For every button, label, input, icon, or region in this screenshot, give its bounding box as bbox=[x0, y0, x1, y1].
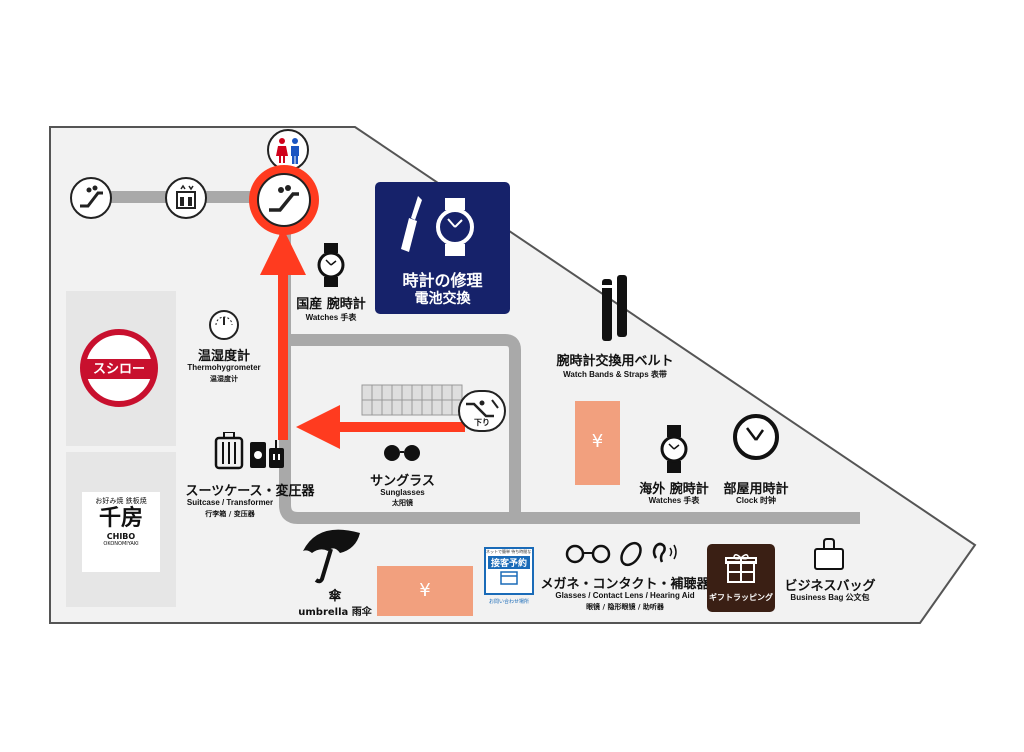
sushiro-name: スシロー bbox=[92, 362, 145, 377]
business-bag-label: ビジネスバッグ bbox=[784, 579, 876, 594]
bands-label: 腕時計交換用ベルト bbox=[556, 354, 674, 369]
watch-icon bbox=[436, 198, 474, 256]
umbrella-en: umbrella 雨伞 bbox=[298, 607, 372, 618]
clock-en: Clock 时钟 bbox=[735, 496, 776, 505]
gift-wrapping-sign: ギフトラッピング bbox=[707, 544, 775, 612]
gift-icon bbox=[725, 554, 757, 583]
outlet-icon bbox=[250, 440, 284, 468]
reservation-note: ネットで簡単 待ち時間なし bbox=[486, 549, 532, 554]
sunglasses-label: サングラス bbox=[370, 474, 435, 489]
overseas-watches-label: 海外 腕時計 bbox=[639, 482, 709, 497]
escalator-zone bbox=[361, 384, 463, 416]
route-arrowhead-left bbox=[296, 405, 340, 449]
bag-icon bbox=[814, 538, 844, 570]
suitcase-sub: 行李箱 / 变压器 bbox=[205, 510, 255, 518]
contact-lens-icon bbox=[620, 541, 642, 567]
domestic-watches-en: Watches 手表 bbox=[305, 313, 357, 322]
yen-icon: ¥ bbox=[419, 580, 431, 601]
sunglasses-sub: 太阳镜 bbox=[392, 499, 413, 507]
domestic-watches-label: 国産 腕時計 bbox=[296, 297, 366, 312]
thermo-label: 温湿度計 bbox=[197, 349, 250, 364]
suitcase-en: Suitcase / Transformer bbox=[186, 498, 274, 507]
thermo-en: Thermohygrometer bbox=[187, 363, 261, 372]
umbrella-label: 傘 bbox=[328, 589, 342, 604]
restroom-icon bbox=[267, 129, 309, 171]
hearing-aid-icon bbox=[652, 542, 677, 563]
yen-icon: ¥ bbox=[591, 431, 604, 452]
calendar-icon bbox=[500, 571, 518, 585]
elevator-icon bbox=[165, 177, 207, 219]
gift-label: ギフトラッピング bbox=[709, 593, 773, 602]
down-escalator-label: 下り bbox=[474, 418, 490, 427]
thermo-sub: 温湿度计 bbox=[210, 375, 238, 383]
reservation-sign[interactable]: ネットで簡単 待ち時間なし 接客予約 お問い合わせ場所 bbox=[484, 547, 534, 605]
sushiro-logo: スシロー bbox=[80, 329, 158, 407]
thermometer-icon bbox=[209, 310, 239, 340]
chibo-logo: お好み焼 鉄板焼 千房 CHIBO OKONOMIYAKI bbox=[82, 492, 160, 572]
chibo-top: お好み焼 鉄板焼 bbox=[95, 497, 147, 505]
aisle-main bbox=[279, 230, 860, 524]
overseas-watches-en: Watches 手表 bbox=[648, 496, 700, 505]
shop-chibo-area: お好み焼 鉄板焼 千房 CHIBO OKONOMIYAKI bbox=[66, 452, 176, 607]
route-arrowhead-up bbox=[260, 228, 306, 275]
suitcase-label: スーツケース・変圧器 bbox=[185, 484, 315, 499]
chibo-name: 千房 bbox=[98, 506, 143, 531]
business-bag-en: Business Bag 公文包 bbox=[790, 593, 870, 602]
eyewear-en: Glasses / Contact Lens / Hearing Aid bbox=[555, 591, 695, 600]
chibo-en: CHIBO bbox=[106, 532, 136, 541]
sunglasses-icon bbox=[384, 445, 420, 461]
escalator-icon bbox=[70, 177, 112, 219]
reservation-footer: お問い合わせ場所 bbox=[488, 599, 529, 605]
umbrella-icon bbox=[303, 529, 360, 584]
chibo-sub: OKONOMIYAKI bbox=[103, 541, 139, 547]
watch-repair-sign: 時計の修理 電池交換 bbox=[375, 182, 510, 314]
clock-label: 部屋用時計 bbox=[723, 482, 789, 497]
cashier-counter-1: ¥ bbox=[575, 401, 620, 485]
watch-icon bbox=[317, 243, 345, 287]
clock-icon bbox=[733, 414, 779, 460]
battery-title: 電池交換 bbox=[414, 291, 471, 307]
reservation-title: 接客予約 bbox=[488, 556, 530, 569]
bands-en: Watch Bands & Straps 表带 bbox=[563, 370, 667, 379]
escalator-icon bbox=[269, 185, 299, 212]
eyewear-sub: 眼镜 / 隐形眼镜 / 助听器 bbox=[586, 603, 664, 611]
sunglasses-en: Sunglasses bbox=[380, 488, 425, 497]
screwdriver-icon bbox=[401, 196, 422, 252]
suitcase-icon bbox=[214, 432, 244, 470]
escalator-up-highlight[interactable] bbox=[249, 165, 319, 235]
escalator-down-icon[interactable]: 下り bbox=[458, 390, 506, 432]
repair-title: 時計の修理 bbox=[402, 271, 483, 290]
eyewear-label: メガネ・コンタクト・補聴器 bbox=[540, 577, 710, 592]
shop-sushiro-area: スシロー bbox=[66, 291, 176, 446]
aisle-loop bbox=[285, 334, 521, 518]
watch-icon bbox=[660, 425, 688, 473]
watch-band-icon bbox=[600, 275, 627, 341]
cashier-counter-2: ¥ bbox=[377, 566, 473, 616]
glasses-icon bbox=[565, 544, 611, 564]
